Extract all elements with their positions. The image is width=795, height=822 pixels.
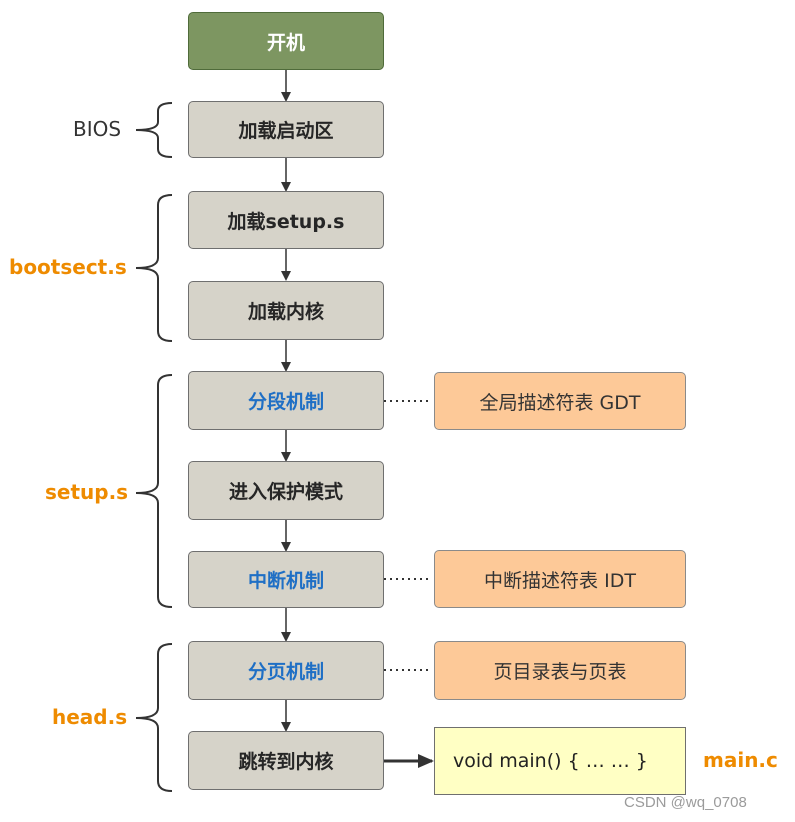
boot-step: 开机 bbox=[188, 12, 384, 70]
idt-note: 中断描述符表 IDT bbox=[434, 550, 686, 608]
main-c-label: main.c bbox=[703, 748, 778, 772]
watermark: CSDN @wq_0708 bbox=[624, 794, 747, 811]
brace-setup bbox=[135, 374, 173, 608]
jump-to-kernel-step: 跳转到内核 bbox=[188, 731, 384, 790]
paging-step: 分页机制 bbox=[188, 641, 384, 700]
interrupt-step: 中断机制 bbox=[188, 551, 384, 608]
main-code-box: void main() { … … } bbox=[434, 727, 686, 795]
load-setup-step: 加载setup.s bbox=[188, 191, 384, 249]
segmentation-step: 分段机制 bbox=[188, 371, 384, 430]
gdt-note: 全局描述符表 GDT bbox=[434, 372, 686, 430]
setup-label: setup.s bbox=[45, 480, 129, 504]
page-table-note: 页目录表与页表 bbox=[434, 641, 686, 700]
load-boot-sector-step: 加载启动区 bbox=[188, 101, 384, 158]
head-label: head.s bbox=[52, 705, 128, 729]
load-kernel-step: 加载内核 bbox=[188, 281, 384, 340]
bios-label: BIOS bbox=[73, 117, 122, 141]
brace-bios bbox=[135, 102, 173, 158]
brace-head bbox=[135, 643, 173, 792]
brace-bootsect bbox=[135, 194, 173, 342]
bootsect-label: bootsect.s bbox=[9, 255, 127, 279]
protected-mode-step: 进入保护模式 bbox=[188, 461, 384, 520]
